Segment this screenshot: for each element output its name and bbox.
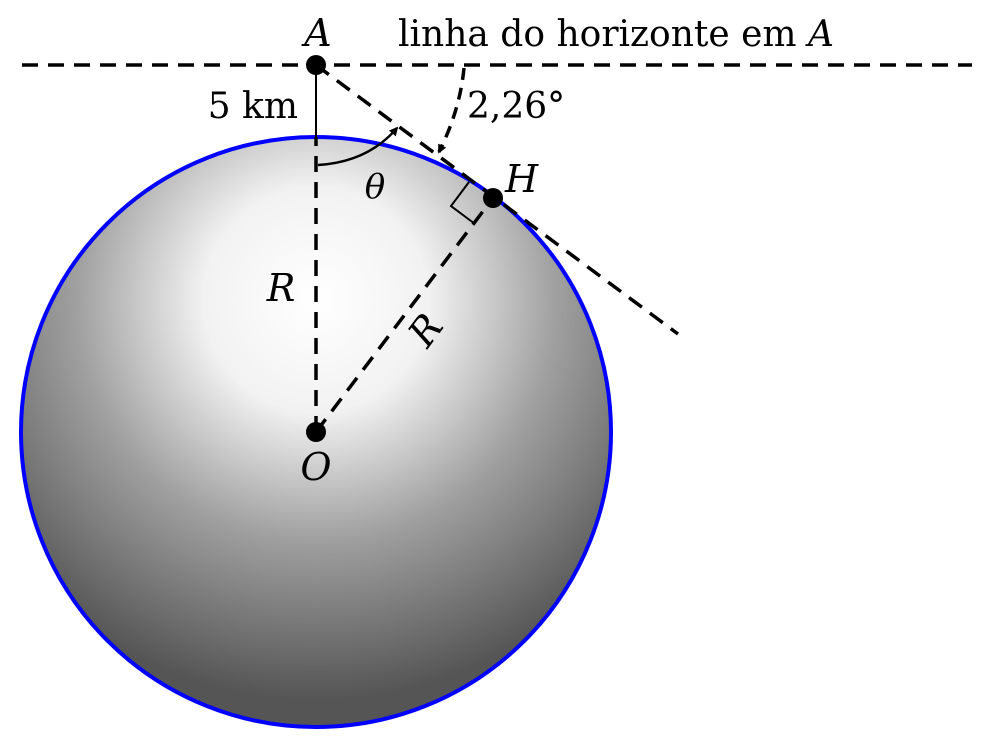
tangent-line (314, 63, 680, 336)
horizon-label-text: linha do horizonte em (398, 14, 808, 55)
right-angle-marker (449, 181, 476, 225)
dip-angle-arrow (437, 67, 466, 154)
theta-arc (317, 126, 399, 167)
dip-angle-label: 2,26° (467, 86, 565, 127)
horizon-label-point: A (805, 14, 834, 55)
point-h-label: H (504, 157, 539, 201)
height-label: 5 km (208, 86, 298, 127)
point-h-dot (483, 188, 503, 208)
radius-oh (314, 196, 495, 434)
horizon-label: linha do horizonte em A (398, 14, 834, 55)
point-o-label: O (300, 445, 331, 489)
point-o-dot (306, 422, 326, 442)
point-a-dot (306, 55, 326, 75)
theta-label: θ (365, 167, 385, 207)
radius-vertical-label: R (266, 266, 296, 310)
point-a-label: A (301, 11, 331, 55)
